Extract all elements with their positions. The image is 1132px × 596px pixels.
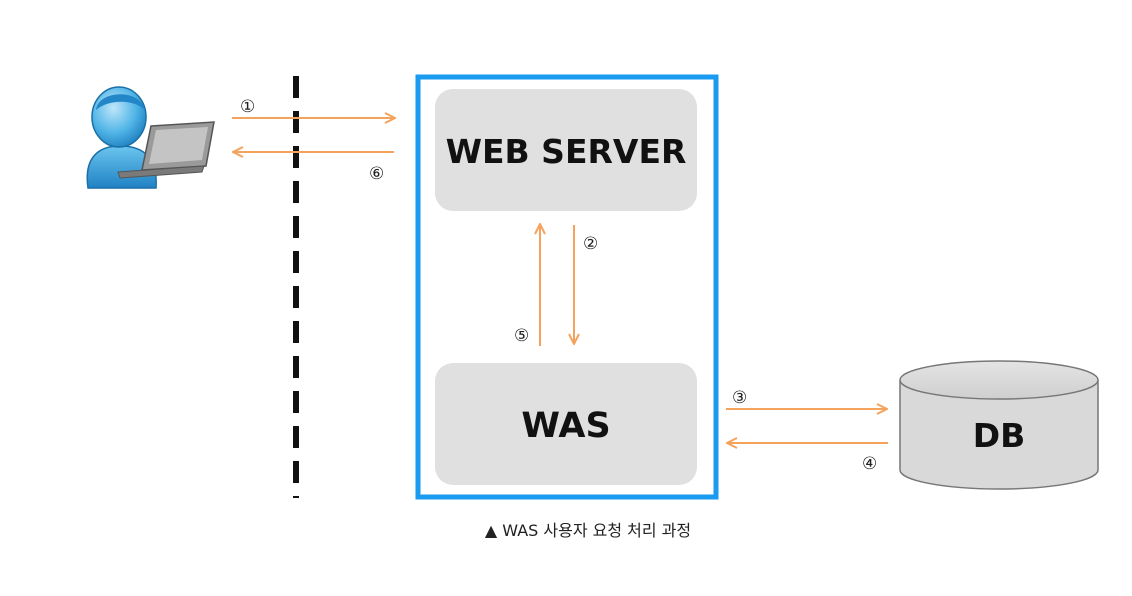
step-6-label: ⑥ [369,164,384,184]
step-3-label: ③ [732,388,747,408]
db-label: DB [973,416,1026,455]
was-label: WAS [521,406,610,446]
database-icon: DB [899,360,1099,490]
web-server-box: WEB SERVER [435,89,697,211]
figure-caption: ▲ WAS 사용자 요청 처리 과정 [485,521,691,540]
step-4-label: ④ [862,454,877,474]
was-box: WAS [435,363,697,485]
step-2-label: ② [583,234,598,254]
web-server-label: WEB SERVER [446,132,687,171]
step-1-label: ① [240,97,255,117]
laptop-icon [117,121,215,179]
user-laptop-icon [86,86,215,189]
step-5-label: ⑤ [514,326,529,346]
